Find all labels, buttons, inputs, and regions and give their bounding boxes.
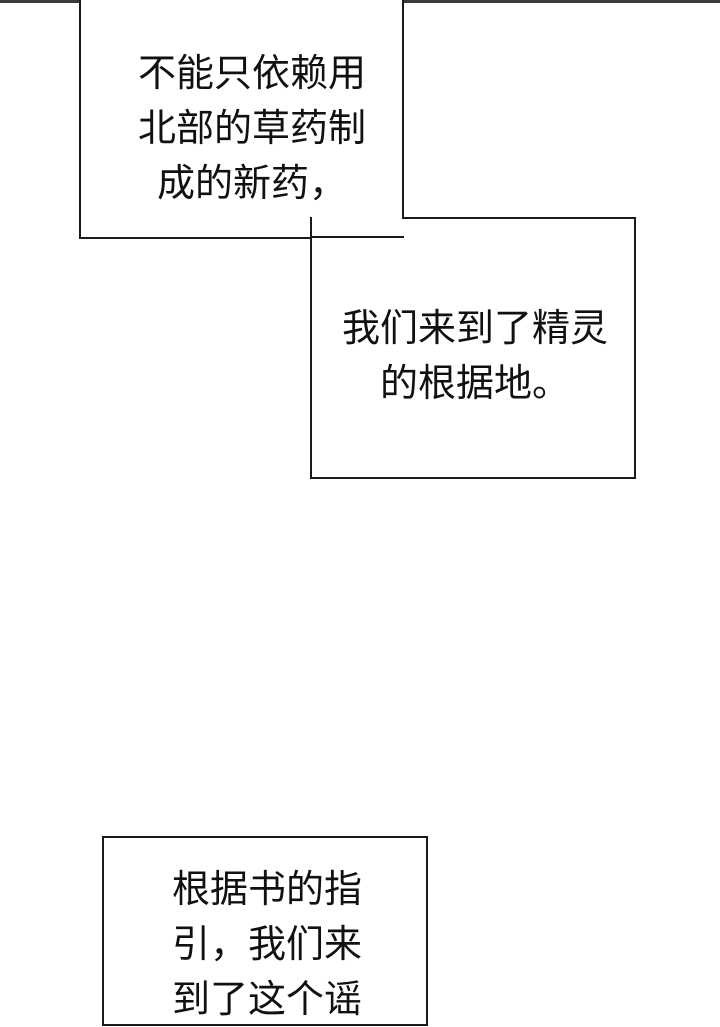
caption-text-3: 根据书的指 引，我们来 到了这个谣 — [171, 867, 362, 1021]
caption-box-2: 我们来到了精灵 的根据地。 — [310, 217, 636, 479]
box-join-mask-2 — [312, 236, 402, 240]
caption-text-1: 不能只依赖用 北部的草药制 成的新药， — [137, 51, 366, 205]
caption-box-1: 不能只依赖用 北部的草药制 成的新药， — [79, 0, 404, 239]
caption-text-2: 我们来到了精灵 的根据地。 — [341, 306, 608, 405]
box-join-edge — [310, 236, 404, 238]
panel-edge-left — [0, 0, 79, 3]
panel-edge-right — [402, 0, 720, 3]
box-join-mask — [312, 217, 402, 239]
caption-box-3: 根据书的指 引，我们来 到了这个谣 — [102, 836, 428, 1026]
